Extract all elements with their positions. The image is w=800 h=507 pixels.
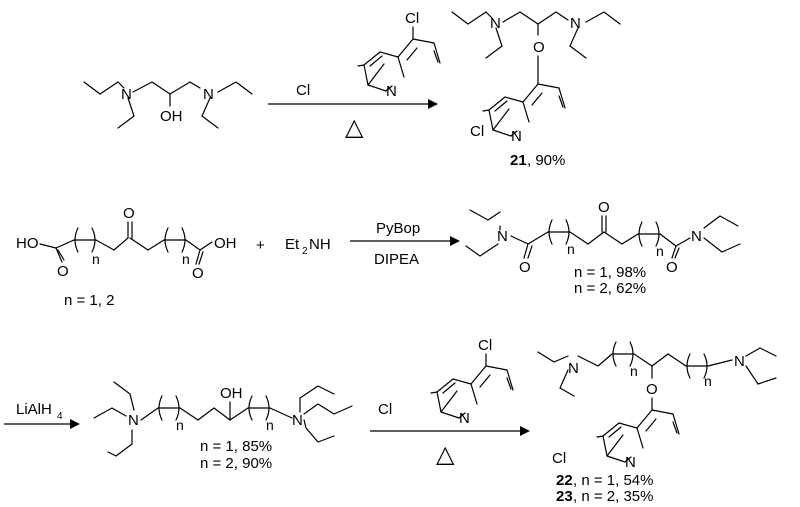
atom-n-left: N	[128, 412, 139, 429]
reagent-lialh-subscript: 4	[57, 411, 63, 422]
atom-n-amide-right: N	[691, 228, 702, 245]
yield-22: , n = 1, 54%	[573, 472, 653, 489]
yield-amide-n2: n = 2, 62%	[574, 280, 646, 297]
atom-o: O	[646, 381, 658, 398]
atom-cl: Cl	[478, 337, 492, 354]
compounds-22-23-labels: 22 , n = 1, 54% 23 , n = 2, 35%	[556, 472, 653, 505]
atom-oh: OH	[160, 108, 183, 125]
atom-n-right: N	[203, 86, 214, 103]
atom-o-acid-right: O	[192, 265, 204, 282]
repeat-n-left: n	[176, 417, 184, 433]
amine-subscript: 2	[302, 246, 308, 257]
plus-sign: +	[256, 237, 265, 254]
yield-alcohol-n2: n = 2, 90%	[200, 455, 272, 472]
atom-n-left: N	[490, 15, 501, 32]
repeat-n-right: n	[182, 251, 190, 267]
atom-n: N	[386, 83, 397, 100]
repeat-n-left: n	[567, 241, 575, 257]
bis-amide-product: N O n O n O N n = 1, 98% n = 2, 62%	[465, 199, 741, 297]
compound-21-label: 21 , 90%	[510, 152, 565, 169]
atom-cl: Cl	[552, 450, 566, 467]
reagent-lialh: LiAlH	[16, 401, 52, 418]
reaction-arrow-step3: LiAlH 4	[4, 401, 80, 429]
atom-n: N	[459, 410, 470, 427]
atom-o-amide-left: O	[519, 259, 531, 276]
yield-21: , 90%	[527, 152, 565, 169]
atom-o-ketone: O	[123, 205, 135, 222]
dichloroquinoline-reagent-top: Cl Cl N	[296, 10, 441, 100]
compound-number-23: 23	[556, 488, 573, 505]
atom-n-left: N	[568, 360, 579, 377]
dichloroquinoline-reagent-bottom: Cl Cl N	[378, 337, 514, 427]
compound-number-21: 21	[510, 152, 527, 169]
atom-n: N	[625, 454, 636, 471]
compound-number-22: 22	[556, 472, 573, 489]
atom-o-acid-left: O	[57, 263, 69, 280]
atom-cl: Cl	[470, 123, 484, 140]
reaction-arrow-step4: △	[370, 426, 530, 468]
repeat-n-right: n	[656, 243, 664, 259]
atom-n-right: N	[734, 353, 745, 370]
yield-23: , n = 2, 35%	[573, 488, 653, 505]
atom-n-right: N	[292, 412, 303, 429]
reaction-arrow-step2: PyBop DIPEA	[350, 220, 460, 268]
diol-diamine-starting-material: N N OH	[83, 81, 253, 129]
diethylamine-reagent: Et 2 NH	[285, 236, 331, 257]
repeat-n-left: n	[630, 363, 638, 379]
atom-o: O	[533, 39, 545, 56]
atom-cl: Cl	[405, 10, 419, 27]
atom-n-amide-left: N	[497, 228, 508, 245]
repeat-n-right: n	[266, 417, 274, 433]
compounds-22-23-structure: N n n N O Cl N	[537, 341, 777, 471]
atom-oh-acid: OH	[214, 235, 237, 252]
atom-oh: OH	[220, 385, 243, 402]
reagent-dipea: DIPEA	[374, 251, 419, 268]
atom-o-ketone: O	[598, 199, 610, 216]
diamino-alcohol-intermediate: N n OH n N n = 1, 85% n = 2, 90%	[93, 381, 353, 472]
reagent-pybop: PyBop	[376, 220, 420, 237]
atom-cl: Cl	[296, 82, 310, 99]
n-range-label: n = 1, 2	[64, 292, 114, 309]
atom-n-left: N	[121, 86, 132, 103]
atom-cl: Cl	[378, 401, 392, 418]
amine-et: Et	[285, 236, 300, 253]
atom-n-right: N	[570, 15, 581, 32]
atom-n: N	[511, 128, 522, 145]
yield-alcohol-n1: n = 1, 85%	[200, 438, 272, 455]
atom-o-amide-right: O	[666, 259, 678, 276]
heat-symbol: △	[345, 114, 364, 141]
heat-symbol: △	[436, 441, 455, 468]
atom-ho: HO	[16, 235, 39, 252]
repeat-n-right: n	[704, 373, 712, 389]
keto-diacid-starting-material: HO O n O n O OH n = 1, 2	[16, 205, 237, 309]
reaction-arrow-step1: △	[268, 99, 438, 141]
compound-21-structure: N N O Cl N	[451, 11, 621, 145]
yield-amide-n1: n = 1, 98%	[574, 264, 646, 281]
repeat-n-left: n	[92, 251, 100, 267]
amine-nh: NH	[309, 236, 331, 253]
